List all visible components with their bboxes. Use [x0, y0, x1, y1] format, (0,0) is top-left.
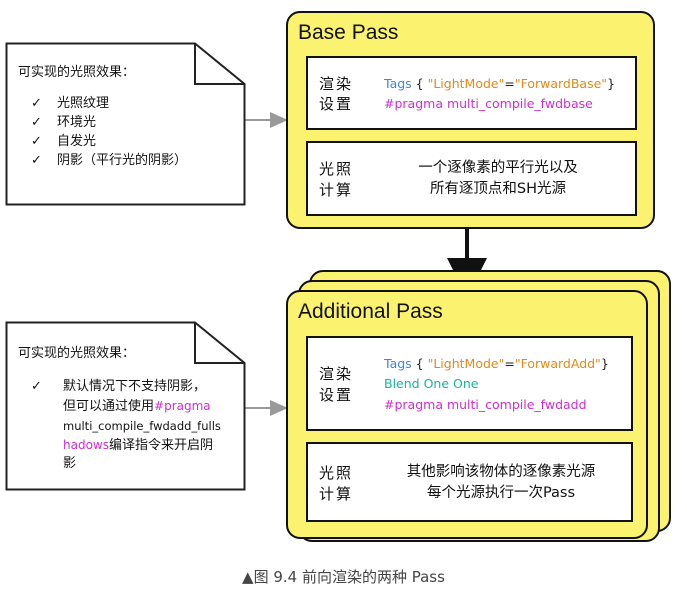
base-render-label-1: 渲染 [319, 75, 354, 93]
check-icon: ✓ [31, 115, 42, 130]
add-pass-box: Additional Pass 渲染 设置 Tags { "LightMode"… [286, 290, 648, 539]
base-tags-line: Tags { "LightMode"="ForwardBase"} [384, 74, 615, 93]
base-light-desc-2: 所有逐顶点和SH光源 [429, 181, 567, 197]
add-tags-line: Tags { "LightMode"="ForwardAdd"} [384, 354, 609, 373]
base-light-desc-1: 一个逐像素的平行光以及 [418, 160, 578, 176]
base-note-shape [5, 42, 246, 206]
add-pragma: #pragma multi_compile_fwdadd [384, 397, 587, 412]
base-note-item-2: ✓环境光 [31, 115, 97, 130]
add-lighting-calc: 光照 计算 其他影响该物体的逐像素光源 每个光源执行一次Pass [306, 442, 633, 522]
base-tags-keyword: Tags [384, 76, 412, 91]
base-tags-close: } [607, 76, 616, 91]
base-note-item-3: ✓自发光 [31, 134, 97, 149]
base-note-item-1: ✓光照纹理 [31, 96, 110, 111]
check-icon: ✓ [31, 134, 42, 149]
base-lightmode-key: "LightMode" [427, 76, 505, 91]
check-icon: ✓ [31, 153, 42, 168]
add-light-label-2: 计算 [319, 485, 354, 503]
add-note-line-4: hadows编译指令来开启阴 [63, 438, 213, 453]
add-light-label-1: 光照 [319, 464, 354, 482]
base-light-label-2: 计算 [319, 181, 354, 199]
add-note-check: ✓ [31, 379, 42, 394]
base-pragma: #pragma multi_compile_fwdbase [384, 96, 593, 111]
base-pass-box: Base Pass 渲染 设置 Tags { "LightMode"="Forw… [286, 11, 655, 229]
check-icon: ✓ [31, 96, 42, 111]
add-light-desc-1: 其他影响该物体的逐像素光源 [406, 464, 596, 480]
add-tags-close: } [600, 356, 609, 371]
add-render-label-2: 设置 [319, 386, 354, 404]
base-lighting-calc: 光照 计算 一个逐像素的平行光以及 所有逐顶点和SH光源 [306, 141, 637, 216]
add-render-label-1: 渲染 [319, 365, 354, 383]
base-pass-title: Base Pass [298, 21, 399, 44]
base-equals: = [504, 76, 515, 91]
add-tags-keyword: Tags [384, 356, 412, 371]
add-equals: = [504, 356, 515, 371]
add-tags-open: { [411, 356, 428, 371]
base-note: 可实现的光照效果： ✓光照纹理 ✓环境光 ✓自发光 ✓阴影（平行光的阴影） [5, 42, 246, 206]
base-render-settings: 渲染 设置 Tags { "LightMode"="ForwardBase"} … [306, 56, 637, 130]
add-render-settings: 渲染 设置 Tags { "LightMode"="ForwardAdd"} B… [306, 336, 633, 431]
base-render-label-2: 设置 [319, 95, 354, 113]
add-note-shape [5, 321, 246, 491]
base-note-item-4: ✓阴影（平行光的阴影） [31, 153, 188, 168]
add-note: 可实现的光照效果： ✓ 默认情况下不支持阴影， 但可以通过使用#pragma m… [5, 321, 246, 491]
add-note-line-1: 默认情况下不支持阴影， [63, 379, 207, 394]
add-note-line-5: 影 [63, 456, 77, 471]
add-pass-title: Additional Pass [298, 300, 443, 323]
base-lightmode-value: "ForwardBase" [514, 76, 608, 91]
add-note-heading: 可实现的光照效果： [18, 346, 136, 361]
add-note-line-2: 但可以通过使用#pragma [63, 399, 211, 414]
add-lightmode-value: "ForwardAdd" [514, 356, 601, 371]
add-lightmode-key: "LightMode" [427, 356, 505, 371]
base-light-label-1: 光照 [319, 160, 354, 178]
add-blend: Blend One One [384, 376, 479, 391]
base-note-heading: 可实现的光照效果： [18, 65, 136, 80]
add-note-line-3: multi_compile_fwdadd_fulls [63, 419, 221, 433]
base-tags-open: { [411, 76, 428, 91]
figure-caption: ▲图 9.4 前向渲染的两种 Pass [242, 568, 445, 586]
add-light-desc-2: 每个光源执行一次Pass [426, 485, 576, 501]
